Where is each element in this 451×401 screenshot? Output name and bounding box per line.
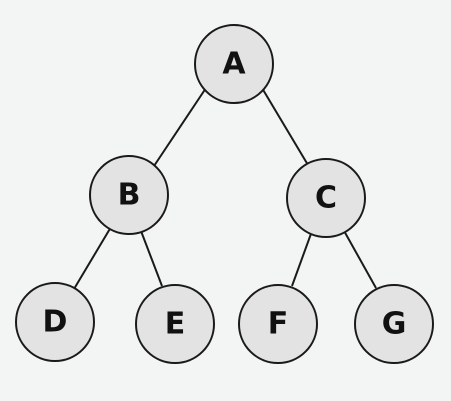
node-c-circle bbox=[286, 158, 366, 238]
tree-node-a: A bbox=[194, 24, 274, 104]
node-f-circle bbox=[238, 284, 318, 364]
node-g-label: G bbox=[382, 307, 407, 342]
tree-node-g: G bbox=[354, 284, 434, 364]
node-a-label: A bbox=[222, 47, 246, 82]
node-a-circle bbox=[194, 24, 274, 104]
edge-b-e bbox=[140, 230, 163, 287]
node-g-circle bbox=[354, 284, 434, 364]
tree-node-c: C bbox=[286, 158, 366, 238]
edge-b-d bbox=[73, 226, 112, 290]
node-b-label: B bbox=[118, 178, 141, 213]
edge-a-b bbox=[153, 87, 207, 167]
edges-layer bbox=[73, 87, 377, 290]
edge-a-c bbox=[261, 87, 309, 166]
tree-node-e: E bbox=[135, 284, 215, 364]
node-d-label: D bbox=[43, 305, 68, 340]
node-b-circle bbox=[89, 155, 169, 235]
edge-c-g bbox=[342, 228, 377, 289]
tree-node-f: F bbox=[238, 284, 318, 364]
node-e-label: E bbox=[165, 307, 186, 342]
edge-c-f bbox=[291, 230, 313, 287]
node-f-label: F bbox=[268, 307, 289, 342]
tree-node-b: B bbox=[89, 155, 169, 235]
tree-node-d: D bbox=[15, 282, 95, 362]
node-e-circle bbox=[135, 284, 215, 364]
node-d-circle bbox=[15, 282, 95, 362]
nodes-layer: A B C D E F G bbox=[15, 24, 434, 364]
node-c-label: C bbox=[315, 181, 337, 216]
